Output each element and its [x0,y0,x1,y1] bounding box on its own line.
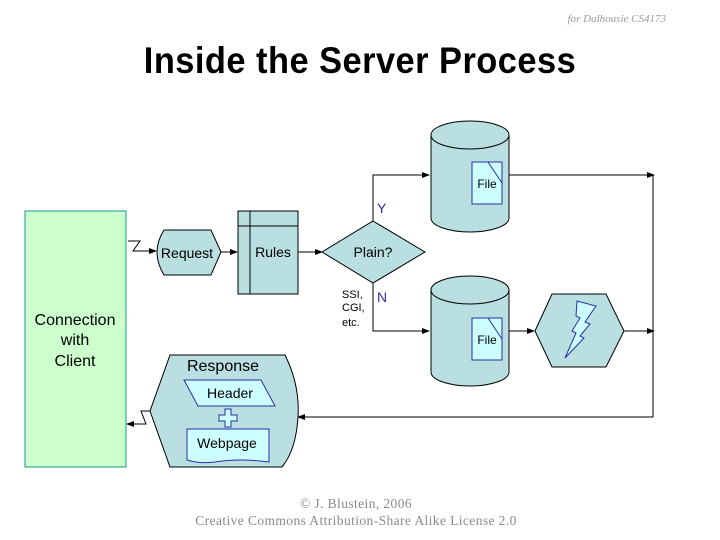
file-top-label: File [477,177,497,191]
connector-response-to-client [126,410,150,427]
no-label: N [377,289,387,305]
plus-icon [218,408,238,428]
client-label-line2: with [60,332,89,349]
client-connection-box: Connection with Client [24,210,127,468]
header-label: Header [207,385,253,401]
rules-label: Rules [255,244,291,260]
request-shape: Request [156,229,222,276]
header-box: Header [183,379,276,407]
lightning-icon [564,300,597,359]
file-bottom-label: File [477,333,497,347]
copyright-text: © J. Blustein, 2006 [300,496,412,511]
connector-client-to-request [128,240,157,254]
connector-yes-branch [372,172,430,221]
connector-output-bus [297,175,654,420]
decision-label: Plain? [354,244,393,260]
response-title: Response [187,358,259,375]
static-file-store: File [430,120,510,233]
page-title: Inside the Server Process [143,40,577,81]
execution-process [534,293,625,368]
client-label-line3: Client [55,353,96,370]
request-label: Request [161,245,213,261]
file-icon-bottom [471,317,503,361]
no-note-line1: SSI, [342,289,363,301]
plain-decision: Plain? [321,220,426,284]
response-shape: Response Header Webpage [149,354,299,468]
connector-no-branch [372,283,430,334]
yes-label: Y [377,200,387,216]
webpage-label: Webpage [197,435,257,451]
dynamic-file-store: File [430,275,510,387]
webpage-box: Webpage [186,428,270,464]
file-icon-top [471,161,503,205]
license-text: Creative Commons Attribution-Share Alike… [195,513,517,528]
no-note-line2: CGI, [342,302,365,314]
footer: © J. Blustein, 2006 Creative Commons Att… [0,495,712,529]
client-label-line1: Connection [35,312,116,329]
course-watermark: for Dalhousie CS4173 [567,13,666,25]
no-note-line3: etc. [342,317,360,329]
rules-shape: Rules [237,210,299,295]
